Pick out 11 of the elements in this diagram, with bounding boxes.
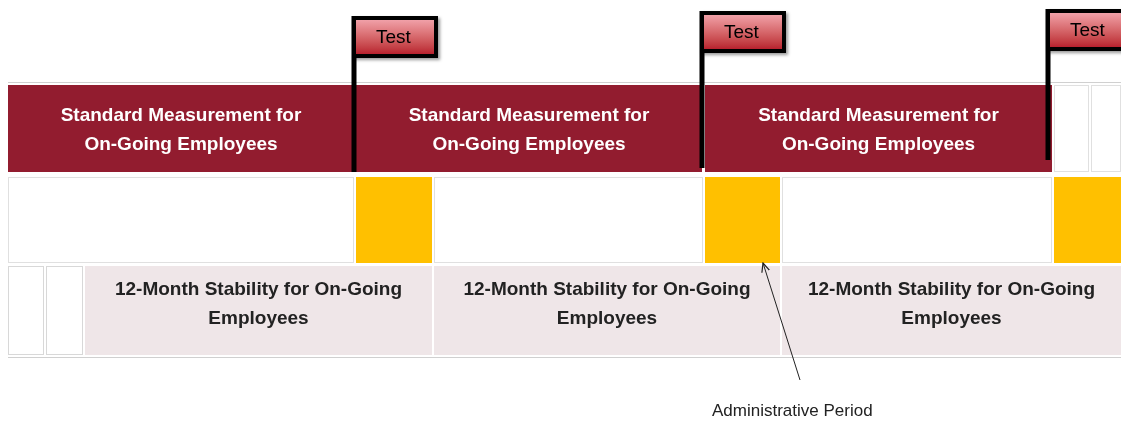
measurement-bar: Standard Measurement for On-Going Employees [705, 85, 1052, 172]
leader-arrow [761, 262, 801, 381]
measurement-bar: Standard Measurement for On-Going Employees [356, 85, 702, 172]
period-box [1054, 177, 1121, 263]
stability-bar: 12-Month Stability for On-Going Employees [85, 266, 432, 355]
stability-bar: 12-Month Stability for On-Going Employees [434, 266, 780, 355]
measurement-bar: Standard Measurement for On-Going Employees [8, 85, 354, 172]
period-box [356, 177, 432, 263]
callout-text: Administrative Period [700, 398, 930, 424]
period-box [705, 177, 780, 263]
stability-bar: 12-Month Stability for On-Going Employees [782, 266, 1121, 355]
